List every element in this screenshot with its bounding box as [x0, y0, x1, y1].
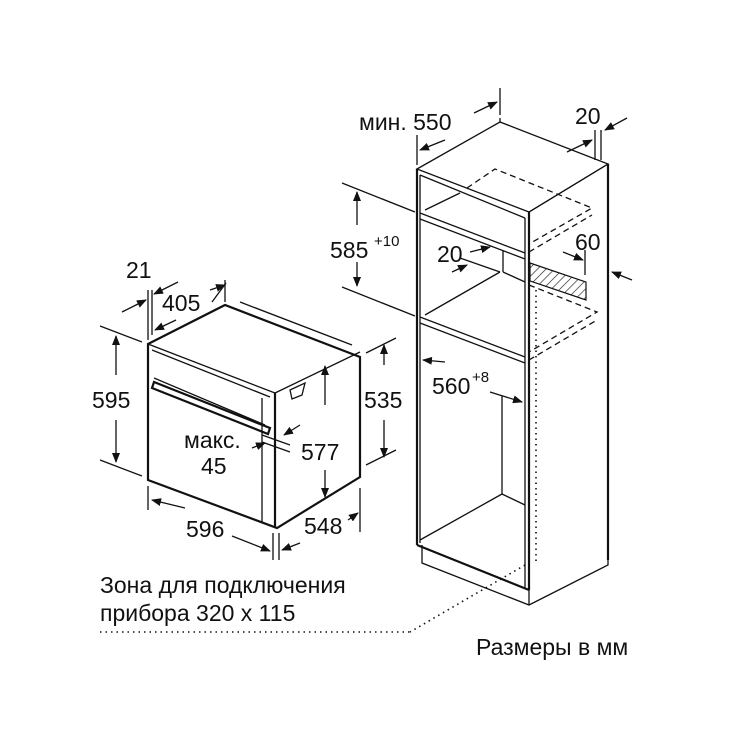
dim-585-tolerance: +10	[374, 233, 399, 250]
ventilation-cutout	[529, 262, 587, 301]
max-value-label: 45	[201, 453, 227, 479]
dim-21-label: 21	[126, 257, 152, 283]
dim-585-label: 585	[330, 237, 368, 263]
dim-548-label: 548	[304, 513, 342, 539]
oven-drawing	[146, 301, 362, 530]
max-label: макс.	[184, 427, 241, 453]
dim-405-label: 405	[162, 290, 200, 316]
cabinet-drawing	[100, 118, 610, 633]
dim-20-top-label: 20	[575, 103, 601, 129]
dim-560-tolerance: +8	[472, 369, 489, 386]
dimension-lines	[99, 88, 633, 560]
dim-20-inner-label: 20	[437, 241, 463, 267]
dim-min-550-label: мин. 550	[359, 109, 452, 135]
dim-60-label: 60	[575, 229, 601, 255]
dim-560-label: 560	[432, 373, 470, 399]
dim-577-label: 577	[301, 439, 339, 465]
dim-535-label: 535	[364, 387, 402, 413]
connection-zone-line1: Зона для подключения	[100, 572, 346, 598]
dim-596-label: 596	[186, 516, 224, 542]
dim-595-label: 595	[92, 387, 130, 413]
connection-zone-line2: прибора 320 x 115	[100, 600, 295, 626]
units-note: Размеры в мм	[476, 634, 628, 660]
